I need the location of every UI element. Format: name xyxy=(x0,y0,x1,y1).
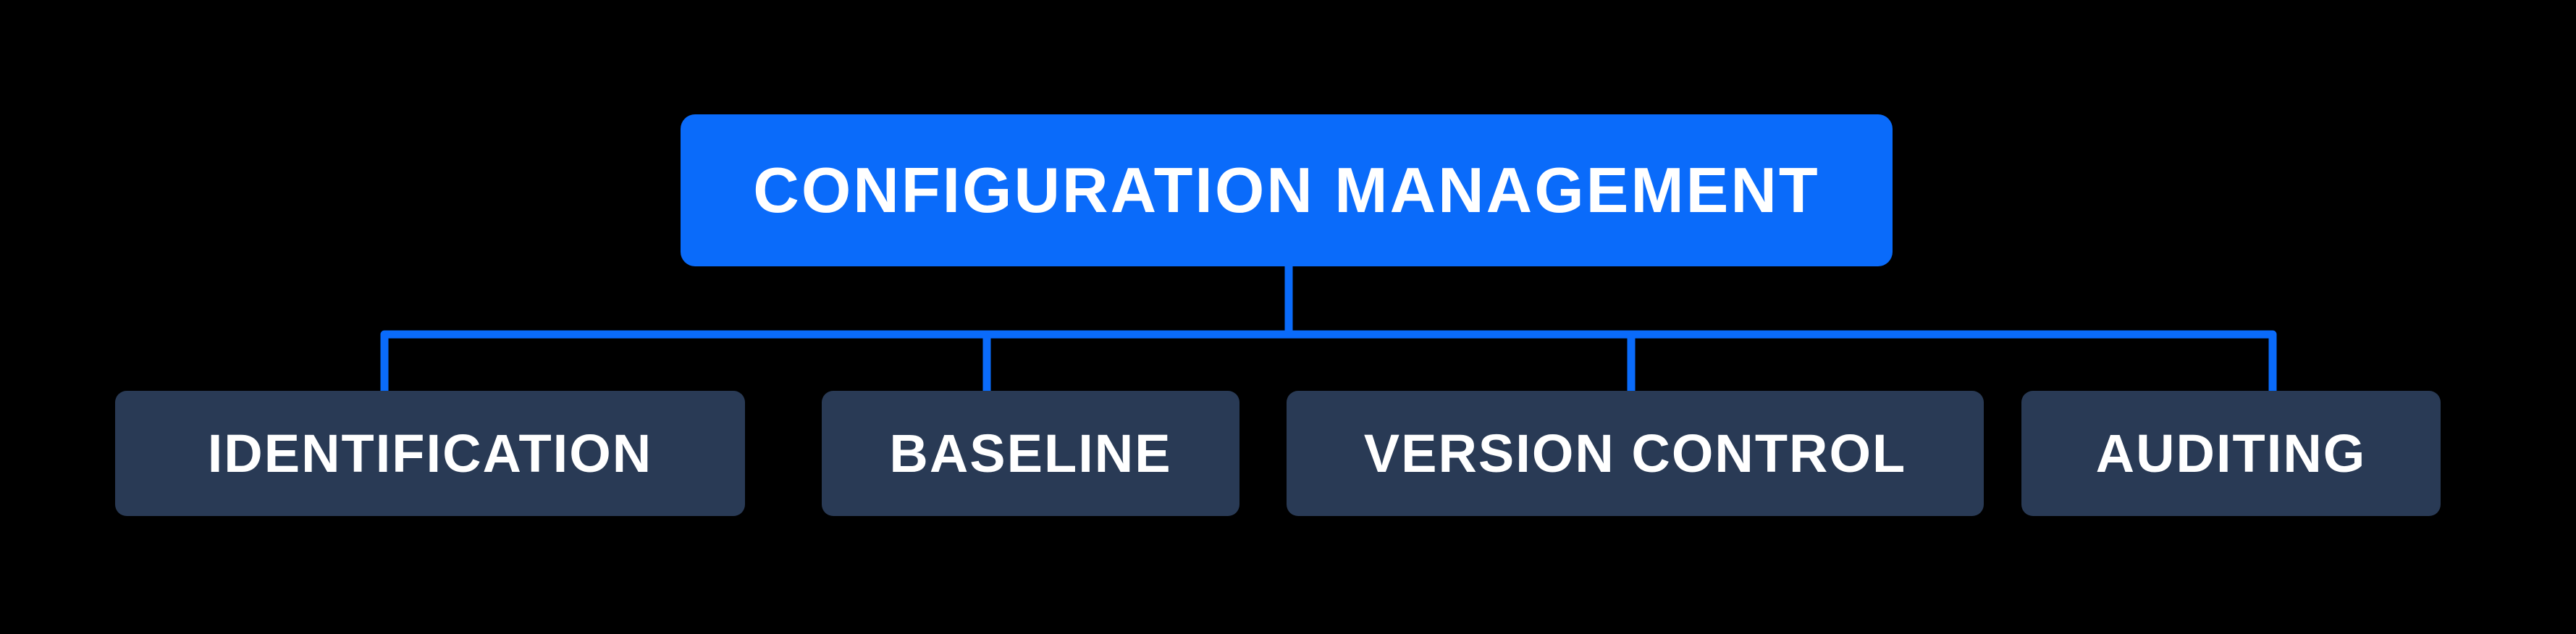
node-configuration-management-label: CONFIGURATION MANAGEMENT xyxy=(753,154,1820,226)
node-auditing-label: AUDITING xyxy=(2095,423,2367,483)
node-auditing: AUDITING xyxy=(2021,391,2441,516)
node-baseline: BASELINE xyxy=(822,391,1239,516)
node-version-control-label: VERSION CONTROL xyxy=(1363,423,1907,483)
node-baseline-label: BASELINE xyxy=(889,423,1172,483)
node-identification: IDENTIFICATION xyxy=(115,391,745,516)
node-version-control: VERSION CONTROL xyxy=(1287,391,1984,516)
node-identification-label: IDENTIFICATION xyxy=(207,423,653,483)
connector-rail xyxy=(380,330,2277,392)
node-configuration-management: CONFIGURATION MANAGEMENT xyxy=(681,114,1893,266)
